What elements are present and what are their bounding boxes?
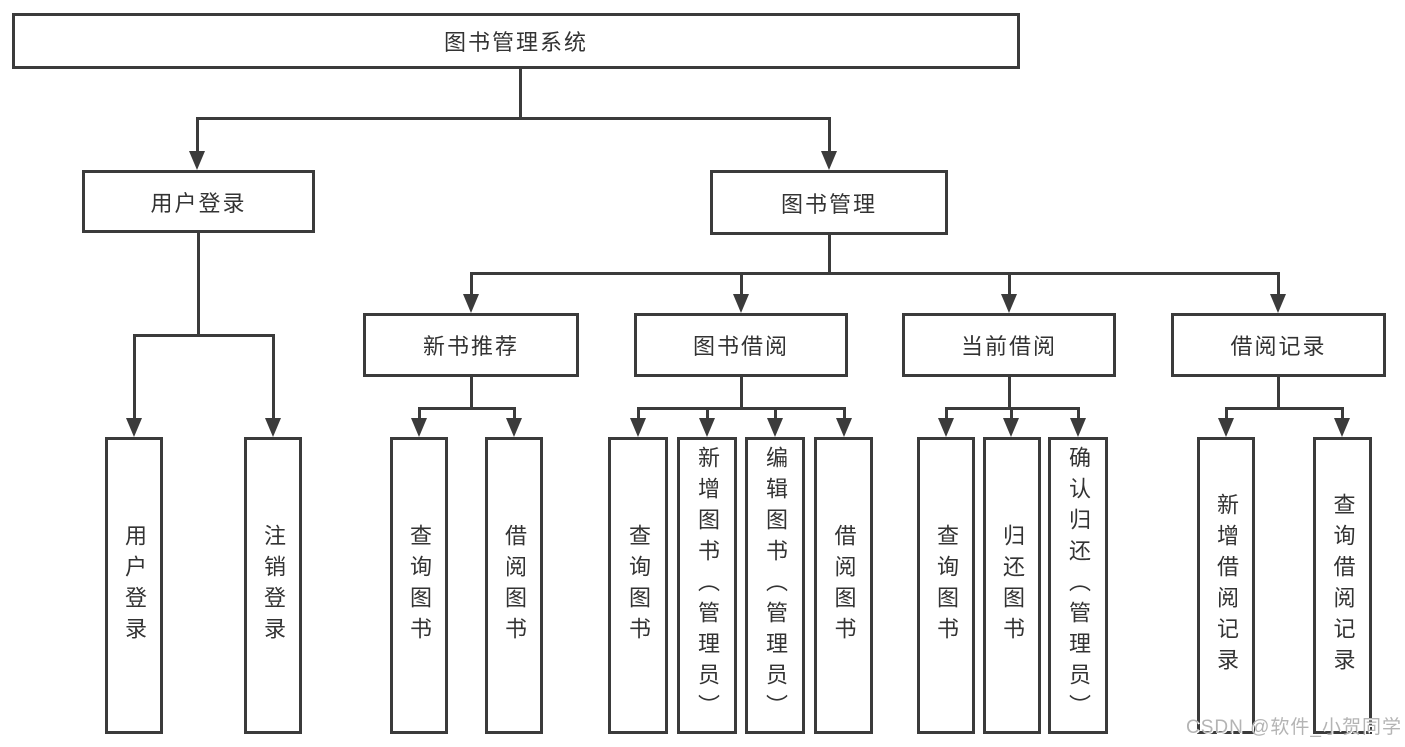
connector-line	[827, 235, 831, 273]
arrow-down-icon	[733, 294, 749, 313]
connector-line	[739, 273, 743, 298]
arrow-down-icon	[836, 418, 852, 437]
connector-line	[1340, 408, 1344, 422]
connector-line	[196, 233, 200, 335]
node-label-leaf-query-books-borrowing: 查询图书	[626, 523, 651, 648]
node-label-leaf-return-books: 归还图书	[1000, 523, 1025, 648]
connector-line	[518, 69, 522, 118]
connector-line	[469, 271, 1280, 275]
node-label-leaf-confirm-return-admin: 确认归还（管理员）	[1066, 446, 1091, 725]
node-leaf-borrow-books-recommend: 借阅图书	[485, 437, 543, 734]
node-leaf-borrow-books: 借阅图书	[814, 437, 873, 734]
connector-line	[469, 377, 473, 408]
node-label-leaf-borrow-books: 借阅图书	[831, 523, 857, 648]
node-library-management-system: 图书管理系统	[12, 13, 1020, 69]
node-label-leaf-edit-books-admin: 编辑图书（管理员）	[763, 446, 788, 725]
connector-line	[1224, 406, 1344, 410]
node-label-borrowing-records: 借阅记录	[1230, 334, 1327, 359]
connector-line	[944, 408, 948, 422]
node-leaf-add-borrow-record: 新增借阅记录	[1197, 437, 1255, 734]
connector-line	[705, 408, 709, 422]
connector-line	[773, 408, 777, 422]
node-user-login-group: 用户登录	[82, 170, 315, 233]
arrow-down-icon	[1270, 294, 1286, 313]
node-label-current-borrowing: 当前借阅	[960, 334, 1057, 359]
connector-line	[417, 408, 421, 422]
connector-line	[827, 118, 831, 155]
connector-line	[132, 335, 136, 422]
connector-line	[1009, 408, 1013, 422]
arrow-down-icon	[126, 418, 142, 437]
connector-line	[1276, 273, 1280, 298]
connector-line	[1007, 273, 1011, 298]
arrow-down-icon	[1334, 418, 1350, 437]
node-book-borrowing: 图书借阅	[634, 313, 848, 377]
node-leaf-edit-books-admin: 编辑图书（管理员）	[745, 437, 805, 734]
arrow-down-icon	[463, 294, 479, 313]
connector-line	[1276, 377, 1280, 408]
node-leaf-return-books: 归还图书	[983, 437, 1041, 734]
node-label-leaf-logout: 注销登录	[261, 523, 286, 648]
node-leaf-logout: 注销登录	[244, 437, 302, 734]
node-leaf-query-books-recommend: 查询图书	[390, 437, 448, 734]
connector-line	[512, 408, 516, 422]
connector-line	[1076, 408, 1080, 422]
arrow-down-icon	[1001, 294, 1017, 313]
connector-line	[1224, 408, 1228, 422]
node-label-leaf-query-books-current: 查询图书	[934, 523, 959, 648]
connector-line	[842, 408, 846, 422]
arrow-down-icon	[699, 418, 715, 437]
node-borrowing-records: 借阅记录	[1171, 313, 1386, 377]
arrow-down-icon	[411, 418, 427, 437]
node-label-book-management-group: 图书管理	[780, 191, 877, 217]
arrow-down-icon	[189, 151, 205, 170]
arrow-down-icon	[1003, 418, 1019, 437]
node-label-leaf-borrow-books-recommend: 借阅图书	[502, 523, 527, 648]
node-label-leaf-query-books-recommend: 查询图书	[407, 523, 432, 648]
node-new-book-recommend: 新书推荐	[363, 313, 579, 377]
node-leaf-user-login: 用户登录	[105, 437, 163, 734]
node-label-book-borrowing: 图书借阅	[692, 334, 789, 359]
csdn-watermark: CSDN @软件_小贺同学	[1186, 717, 1402, 738]
arrow-down-icon	[767, 418, 783, 437]
connector-line	[636, 408, 640, 422]
node-leaf-query-borrow-record: 查询借阅记录	[1313, 437, 1372, 734]
connector-line	[636, 406, 846, 410]
node-leaf-query-books-borrowing: 查询图书	[608, 437, 668, 734]
arrow-down-icon	[630, 418, 646, 437]
arrow-down-icon	[506, 418, 522, 437]
connector-line	[132, 333, 275, 337]
arrow-down-icon	[1218, 418, 1234, 437]
node-leaf-add-books-admin: 新增图书（管理员）	[677, 437, 737, 734]
node-label-leaf-add-borrow-record: 新增借阅记录	[1214, 492, 1239, 679]
arrow-down-icon	[265, 418, 281, 437]
node-label-library-management-system: 图书管理系统	[443, 30, 588, 55]
node-leaf-query-books-current: 查询图书	[917, 437, 975, 734]
connector-line	[417, 406, 516, 410]
node-book-management-group: 图书管理	[710, 170, 948, 235]
node-current-borrowing: 当前借阅	[902, 313, 1116, 377]
connector-line	[739, 377, 743, 408]
connector-line	[271, 335, 275, 422]
node-label-leaf-user-login: 用户登录	[122, 523, 147, 648]
connector-line	[1007, 377, 1011, 408]
node-leaf-confirm-return-admin: 确认归还（管理员）	[1048, 437, 1108, 734]
connector-line	[469, 273, 473, 298]
node-label-leaf-query-borrow-record: 查询借阅记录	[1330, 492, 1356, 679]
arrow-down-icon	[821, 151, 837, 170]
node-label-leaf-add-books-admin: 新增图书（管理员）	[695, 446, 720, 725]
arrow-down-icon	[938, 418, 954, 437]
node-label-new-book-recommend: 新书推荐	[422, 334, 519, 359]
connector-line	[195, 116, 831, 120]
node-label-user-login-group: 用户登录	[150, 190, 247, 216]
arrow-down-icon	[1070, 418, 1086, 437]
connector-line	[195, 118, 199, 155]
